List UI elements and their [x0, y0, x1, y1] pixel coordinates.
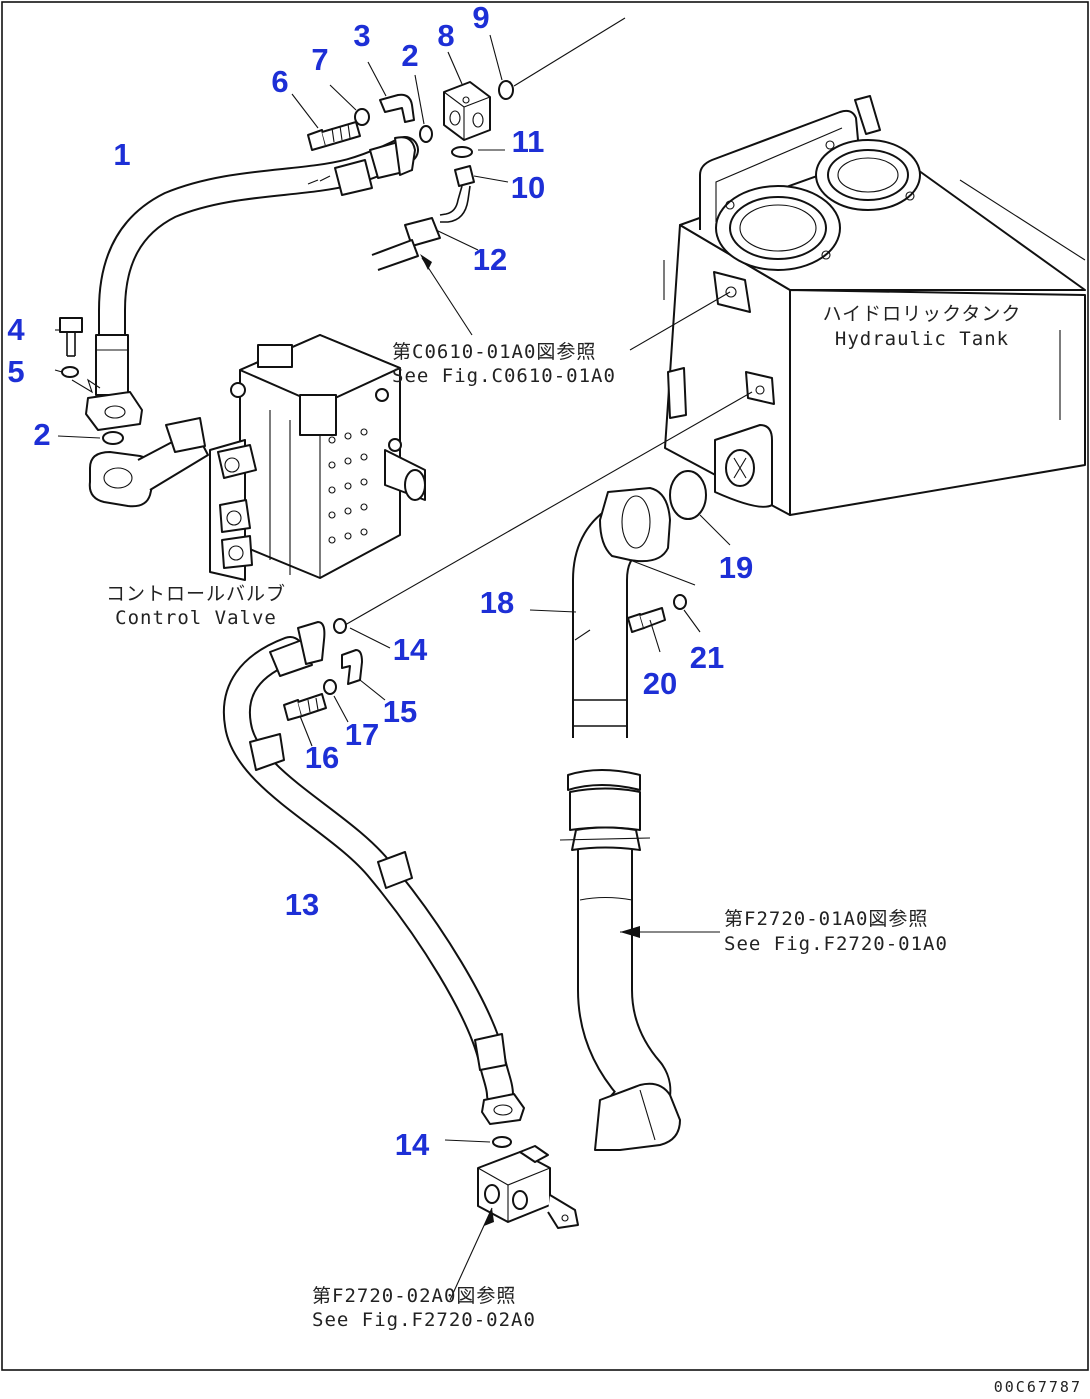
washer-5: [61, 366, 79, 378]
drawing-code: 00C67787: [994, 1378, 1082, 1396]
suction-tube: [559, 769, 681, 1151]
callout-2-upper: 2: [401, 38, 418, 73]
diagram-frame: [1, 1, 1089, 1371]
callout-3: 3: [353, 18, 370, 53]
ref-f2720-01-jp: 第F2720-01A0図参照: [724, 908, 928, 930]
callout-2-lower: 2: [33, 417, 50, 452]
callout-14-lower: 14: [395, 1127, 430, 1162]
split-flange-3: [379, 93, 415, 123]
callout-numbers: 1 2 2 3 4 5 6 7 8 9 10 11 12 13 14 14 15…: [7, 0, 753, 1162]
ref-c0610-jp: 第C0610-01A0図参照: [392, 341, 596, 363]
block-8: [443, 81, 491, 141]
callout-11: 11: [512, 124, 545, 159]
hose-13: [222, 621, 525, 1125]
callout-20: 20: [643, 666, 677, 701]
valve-label-en: Control Valve: [115, 607, 277, 629]
callout-18: 18: [480, 585, 514, 620]
callout-15: 15: [383, 694, 417, 729]
o-ring-2-upper: [419, 125, 433, 143]
washer-7: [354, 108, 370, 126]
tank-label-en: Hydraulic Tank: [835, 328, 1009, 350]
bolt-16: [283, 693, 327, 721]
washer-17: [323, 679, 337, 695]
leader-c0610: [629, 291, 731, 351]
elbow-10: [439, 165, 509, 223]
ref-c0610-en: See Fig.C0610-01A0: [392, 365, 616, 387]
o-ring-19: [669, 470, 707, 520]
o-ring-9: [498, 80, 514, 100]
o-ring-14-lower: [492, 1136, 512, 1148]
bolt-20: [627, 607, 666, 633]
callout-4: 4: [7, 312, 25, 347]
o-ring-2-lower: [102, 431, 124, 445]
o-ring-11: [451, 146, 473, 158]
callout-21: 21: [690, 640, 724, 675]
control-valve: [209, 334, 426, 581]
callout-17: 17: [345, 717, 379, 752]
valve-label-jp: コントロールバルブ: [106, 582, 286, 605]
callout-5: 5: [7, 354, 24, 389]
callout-10: 10: [511, 170, 545, 205]
split-flange-15: [341, 649, 363, 685]
ref-f2720-02-en: See Fig.F2720-02A0: [312, 1309, 536, 1331]
callout-16: 16: [305, 740, 339, 775]
callout-8: 8: [437, 18, 454, 53]
ref-f2720-01-en: See Fig.F2720-01A0: [724, 933, 948, 955]
suction-hose-18: [572, 487, 671, 738]
callout-13: 13: [285, 887, 319, 922]
hose-1: [85, 136, 419, 431]
bolt-6: [307, 121, 361, 151]
ref-f2720-02-jp: 第F2720-02A0図参照: [312, 1285, 516, 1307]
callout-12: 12: [473, 242, 507, 277]
tank-label-jp: ハイドロリックタンク: [823, 303, 1022, 325]
hose-fitting-12: [371, 217, 479, 336]
callout-14-upper: 14: [393, 632, 428, 667]
callout-6: 6: [271, 64, 288, 99]
solenoid-block: [477, 1145, 579, 1229]
leader-return-port: [344, 391, 753, 626]
o-ring-14-upper: [333, 618, 347, 634]
callout-1: 1: [113, 137, 130, 172]
callout-9: 9: [472, 0, 489, 35]
callout-7: 7: [311, 42, 328, 77]
washer-21: [673, 594, 687, 610]
bolt-4: [59, 317, 83, 357]
valve-elbow-fitting: [88, 417, 209, 508]
hydraulic-tank: [663, 95, 1086, 516]
callout-19: 19: [719, 550, 753, 585]
